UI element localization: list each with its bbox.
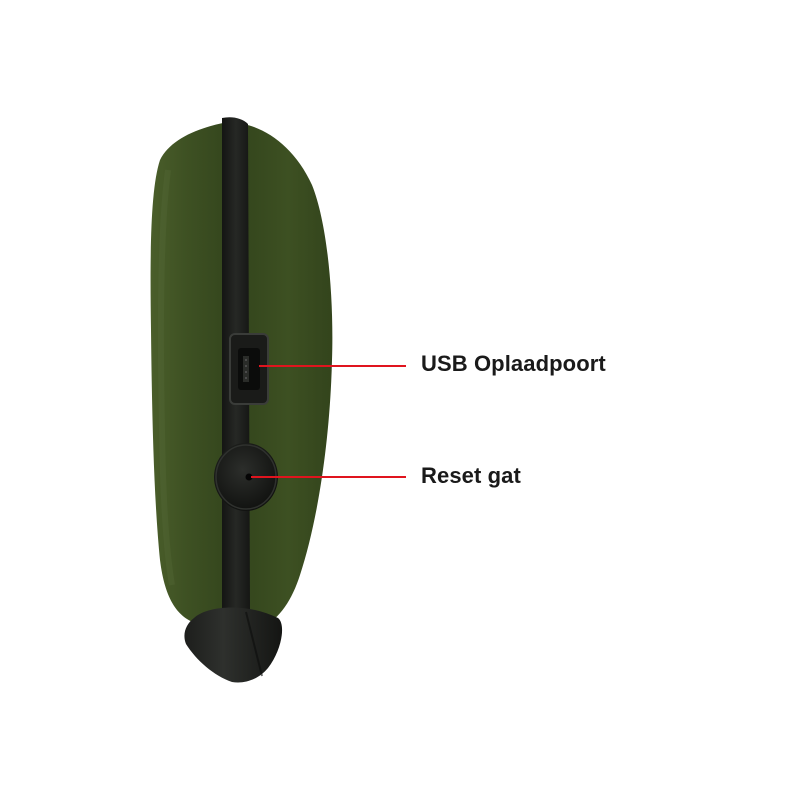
device-bottom-cap	[184, 607, 283, 683]
reset-hole-label: Reset gat	[421, 463, 521, 488]
device-shell-left	[150, 122, 228, 628]
usb-mini-port-icon	[229, 333, 269, 405]
reset-pinhole-icon	[214, 443, 278, 511]
usb-port-label: USB Oplaadpoort	[421, 351, 606, 376]
